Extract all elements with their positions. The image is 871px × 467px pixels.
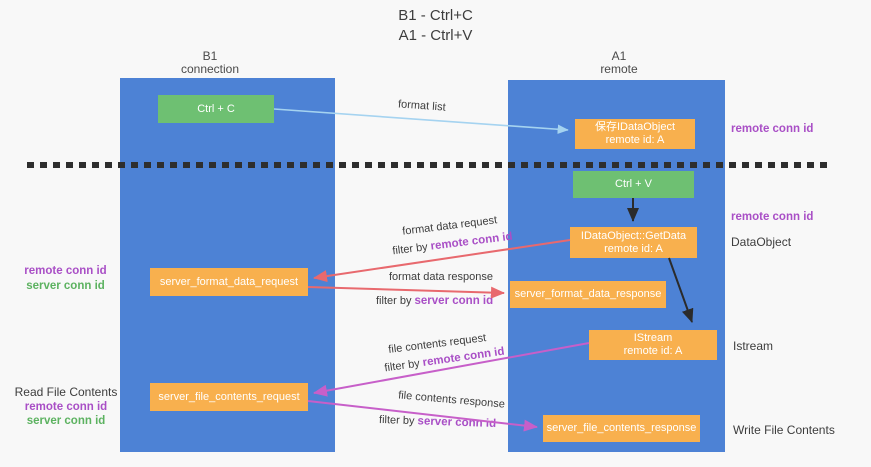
node-save-idataobject-line1: 保存IDataObject: [594, 121, 676, 133]
node-ctrl-c: Ctrl + C: [158, 95, 274, 123]
annotation-remote-conn-id-left-top: remote conn id: [24, 265, 107, 277]
filter-by-text: filter by: [378, 413, 418, 428]
node-istream: IStream remote id: A: [589, 330, 717, 360]
lane-a1-subtitle: remote: [600, 62, 638, 76]
title-line-2: A1 - Ctrl+V: [398, 27, 473, 44]
lane-label-a1: A1 remote: [569, 50, 669, 76]
node-save-idataobject-line2: remote id: A: [605, 134, 665, 146]
annotation-server-conn-id-left-top: server conn id: [26, 279, 105, 292]
server-conn-id-text: server conn id: [414, 295, 494, 307]
node-save-idataobject: 保存IDataObject remote id: A: [575, 119, 695, 149]
node-server-file-contents-response-label: server_file_contents_response: [546, 422, 697, 434]
node-idataobject-getdata: IDataObject::GetData remote id: A: [570, 227, 697, 258]
node-ctrl-c-label: Ctrl + C: [197, 102, 235, 115]
server-conn-id-text: server conn id: [417, 415, 497, 431]
annotation-remote-conn-id-left-bottom: remote conn id: [24, 400, 108, 413]
node-idataobject-getdata-line2: remote id: A: [604, 242, 663, 255]
node-server-format-data-response: server_format_data_response: [510, 281, 666, 308]
edge-label-format-list: format list: [397, 98, 447, 114]
lane-b1-name: B1: [202, 49, 218, 63]
node-ctrl-v-label: Ctrl + V: [615, 178, 652, 190]
node-server-file-contents-request-label: server_file_contents_request: [158, 390, 300, 403]
remote-conn-id-text: remote conn id: [429, 230, 514, 253]
arrow-format-data-response: [307, 286, 505, 299]
annotation-group-file-ids: Read File Contents remote conn id server…: [14, 385, 118, 429]
lane-a1-name: A1: [611, 49, 627, 63]
node-istream-line1: IStream: [633, 332, 673, 344]
edge-label-format-data-response: format data response: [389, 271, 493, 283]
annotation-remote-conn-id-top: remote conn id: [731, 123, 814, 135]
node-server-format-data-request: server_format_data_request: [150, 268, 308, 296]
node-istream-line2: remote id: A: [623, 345, 683, 357]
node-server-format-data-response-label: server_format_data_response: [514, 288, 662, 300]
lane-b1-subtitle: connection: [180, 62, 240, 76]
annotation-read-file-contents: Read File Contents: [14, 385, 118, 399]
node-idataobject-getdata-line1: IDataObject::GetData: [580, 229, 687, 242]
annotation-group-format-ids: remote conn id server conn id: [18, 264, 113, 293]
annotation-istream: Istream: [733, 339, 774, 353]
annotation-remote-conn-id-mid: remote conn id: [731, 211, 814, 223]
filter-by-text: filter by: [391, 240, 432, 258]
annotation-server-conn-id-left-bottom: server conn id: [26, 415, 106, 427]
lane-label-b1: B1 connection: [160, 50, 260, 76]
node-ctrl-v: Ctrl + V: [573, 171, 694, 198]
filter-by-text: filter by: [383, 357, 424, 375]
node-server-file-contents-request: server_file_contents_request: [150, 383, 308, 411]
edge-label-file-contents-response: file contents response: [397, 389, 506, 411]
edge-label-filter-server-2: filter by server conn id: [379, 414, 496, 430]
title-line-1: B1 - Ctrl+C: [398, 7, 473, 24]
annotation-write-file-contents: Write File Contents: [733, 423, 835, 437]
annotation-dataobject: DataObject: [731, 235, 792, 249]
node-server-file-contents-response: server_file_contents_response: [543, 415, 700, 442]
diagram-title: B1 - Ctrl+C A1 - Ctrl+V: [0, 6, 871, 46]
filter-by-text: filter by: [376, 295, 415, 307]
edge-label-filter-server-1: filter by server conn id: [376, 295, 493, 307]
node-server-format-data-request-label: server_format_data_request: [159, 275, 299, 288]
